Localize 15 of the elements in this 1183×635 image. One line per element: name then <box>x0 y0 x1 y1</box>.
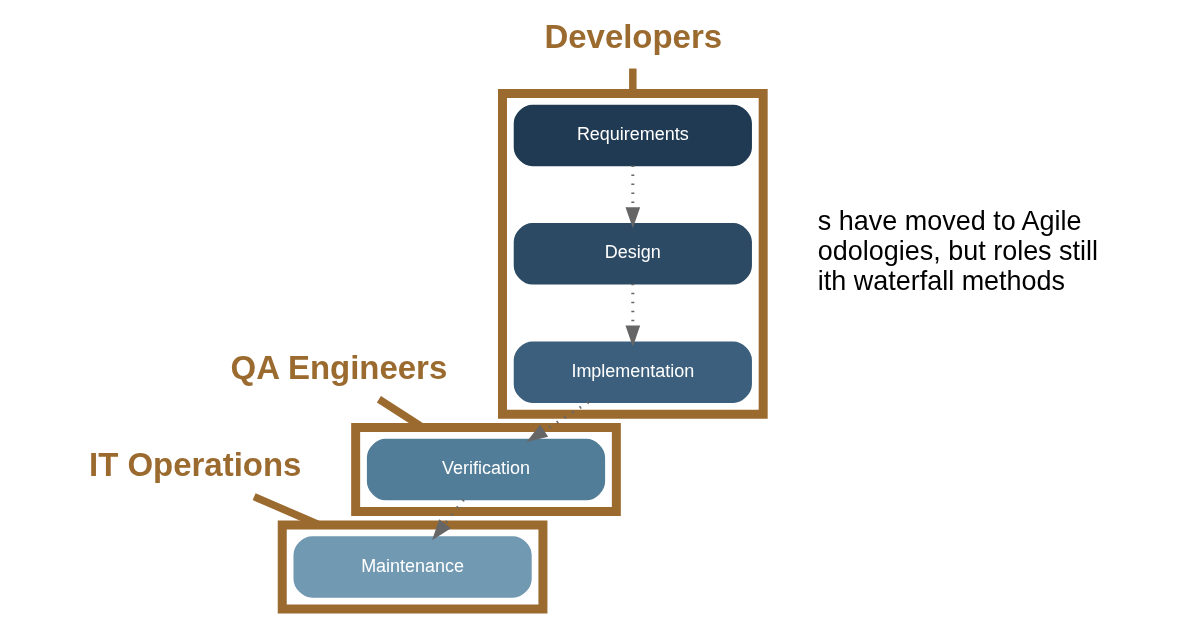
label: s have moved to Agile odologies, but roles still ith waterfall methods <box>817 206 1098 297</box>
node-text: Developers <box>543 17 722 55</box>
arrow <box>624 283 640 347</box>
node-box: Verification <box>366 438 605 501</box>
node-box: Requirements <box>513 104 752 167</box>
arrow <box>525 401 589 443</box>
connector <box>252 493 321 529</box>
arrow <box>624 165 640 229</box>
node-box: Implementation <box>513 341 752 403</box>
cluster <box>497 89 768 419</box>
node-text: IT Operations <box>88 446 301 484</box>
node-box: Maintenance <box>293 536 532 598</box>
arrow <box>431 498 465 541</box>
node-text: QA Engineers <box>230 349 447 387</box>
node-box: Design <box>513 223 752 285</box>
